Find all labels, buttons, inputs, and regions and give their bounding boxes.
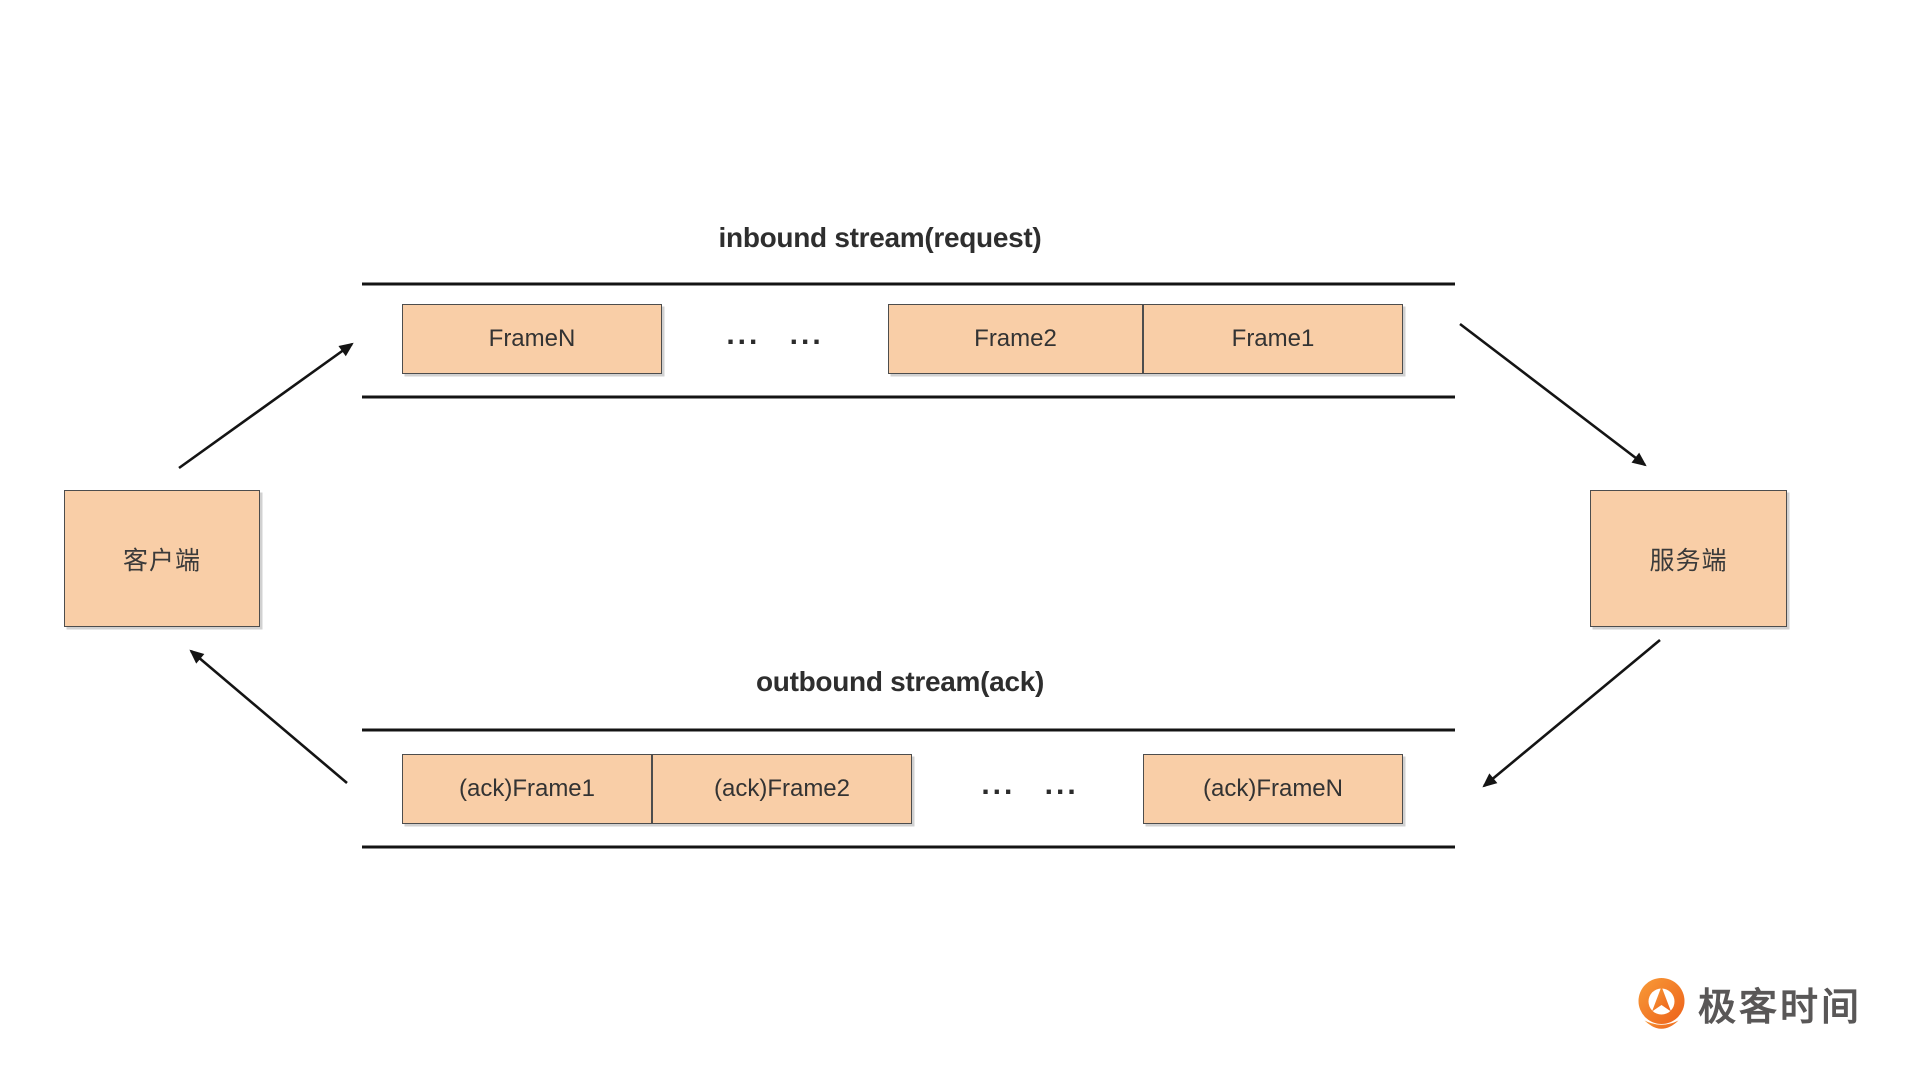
- geektime-logo-text: 极客时间: [1698, 986, 1863, 1029]
- arrow-inbound-to-server: [1459, 322, 1647, 467]
- geektime-logo: 极客时间: [1638, 978, 1862, 1037]
- inbound-ellipsis: ... ...: [726, 318, 824, 351]
- arrow-outbound-to-client: [189, 649, 348, 784]
- ack-frame-2: (ack)Frame2: [652, 754, 912, 824]
- frame-1: Frame1: [1143, 304, 1403, 374]
- outbound-stream-title: outbound stream(ack): [755, 666, 1045, 697]
- ack-frame-n: (ack)FrameN: [1143, 754, 1403, 824]
- frame-2: Frame2: [888, 304, 1143, 374]
- arrow-server-to-outbound: [1482, 638, 1661, 788]
- geektime-logo-icon: [1638, 978, 1685, 1037]
- arrow-client-to-inbound: [178, 342, 354, 470]
- server-node: 服务端: [1590, 490, 1787, 627]
- client-node: 客户端: [64, 490, 260, 627]
- inbound-stream-title: inbound stream(request): [718, 222, 1042, 253]
- outbound-ellipsis: ... ...: [981, 768, 1079, 801]
- ack-frame-1: (ack)Frame1: [402, 754, 652, 824]
- frame-n: FrameN: [402, 304, 662, 374]
